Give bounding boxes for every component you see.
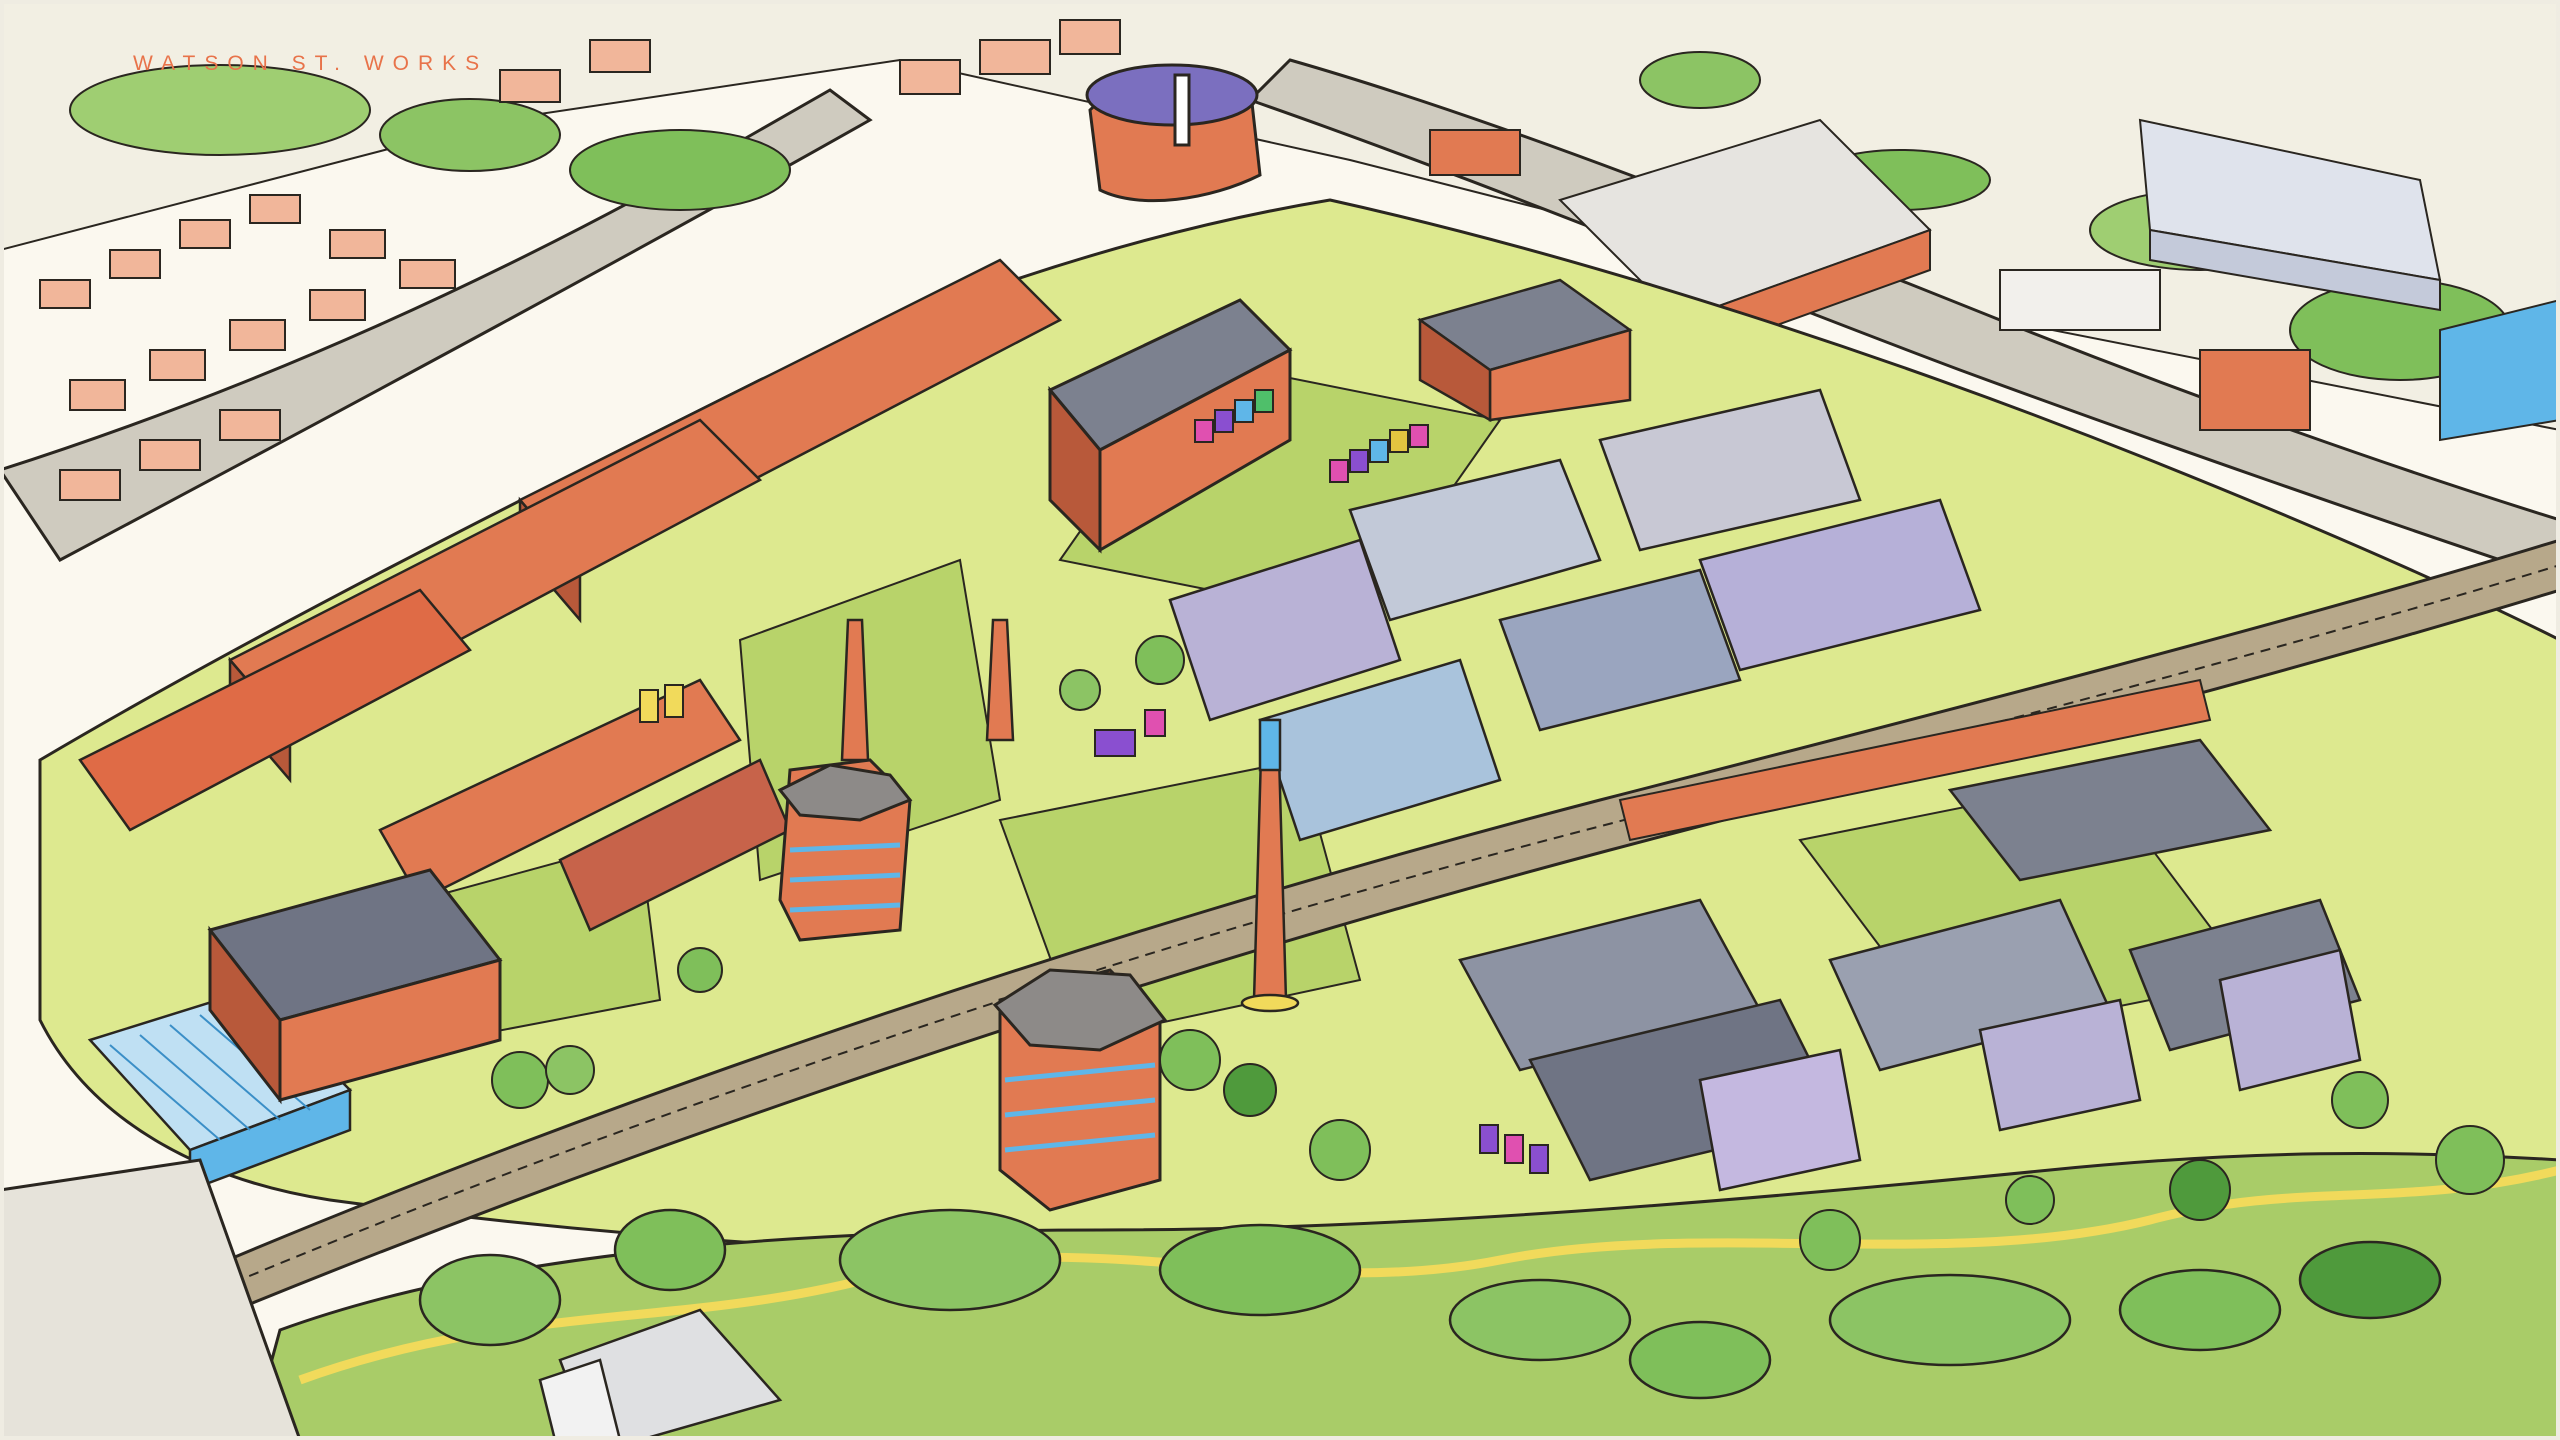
central-square-features — [639, 684, 1549, 1174]
southern-shed — [538, 1308, 783, 1440]
distant-houses-northwest — [39, 19, 1121, 501]
residential-tower-south — [992, 968, 1168, 1212]
railway-track-line — [0, 564, 2560, 1386]
grey-workshop-blocks — [1458, 738, 2362, 1192]
terraced-housing-west — [78, 258, 1063, 932]
west-brick-warehouse — [207, 868, 503, 1105]
street-trees — [491, 635, 2505, 1271]
park-tree-clumps — [418, 1208, 2442, 1400]
distant-neighbourhood-area — [0, 0, 2560, 432]
industrial-chimneys — [840, 618, 1300, 1013]
lavender-workshop-sheds — [1168, 388, 1982, 842]
colourful-pavilions — [1194, 389, 1429, 483]
railway-arch-brick-wall — [1618, 678, 2212, 842]
park-footpath — [298, 1165, 2560, 1385]
brick-mill-building — [1047, 298, 1293, 554]
project-title: WATSON ST. WORKS — [133, 52, 489, 75]
orange-rotunda-building — [1085, 63, 1262, 203]
road-southwest — [0, 1158, 302, 1440]
distant-industrial-northeast — [1429, 118, 2560, 442]
residential-tower-north — [777, 758, 913, 942]
north-east-brick-pavilion — [1417, 278, 1633, 423]
